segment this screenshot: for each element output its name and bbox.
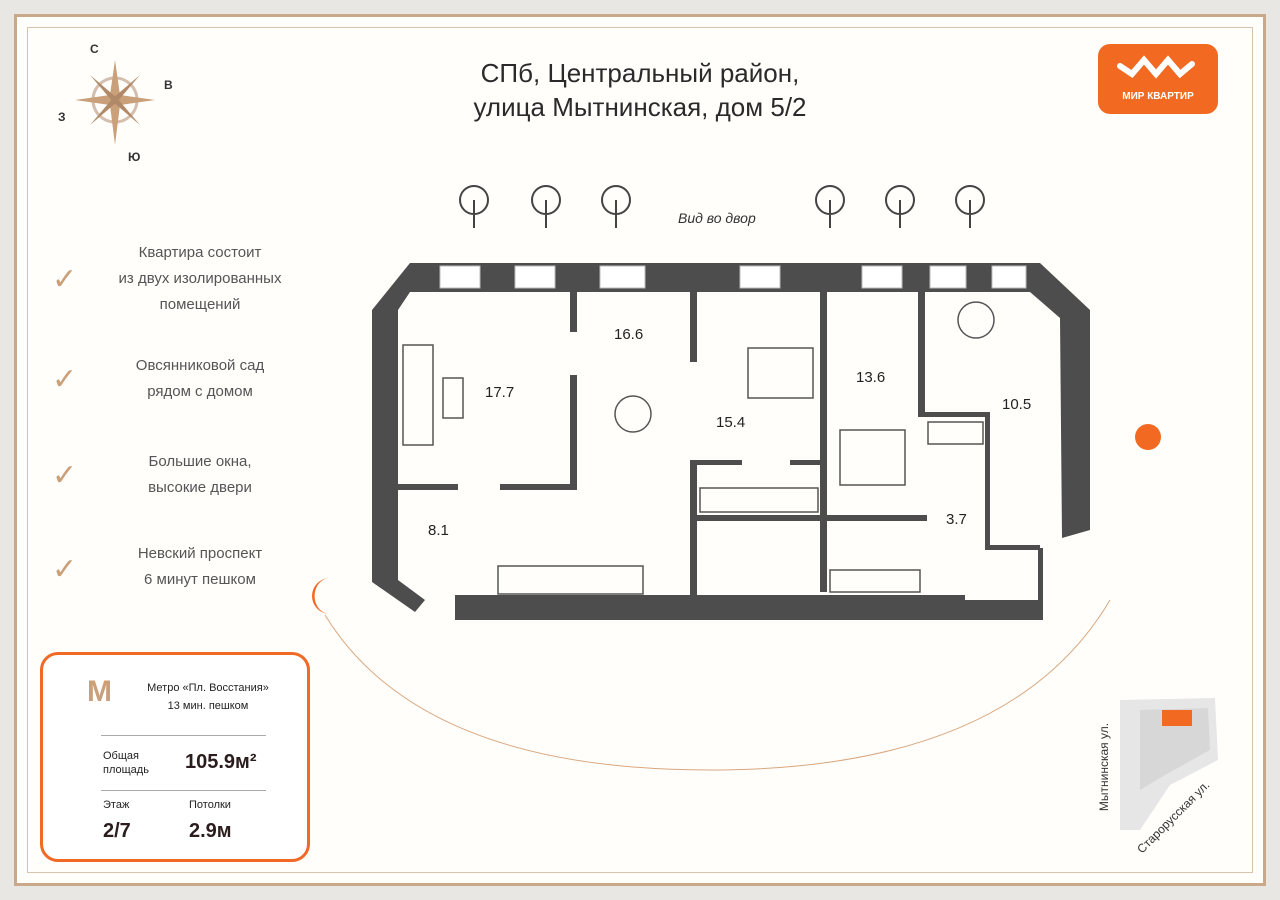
room-area-bedroom1: 15.4 <box>716 414 746 431</box>
check-icon: ✓ <box>52 459 78 492</box>
street-label-mytninskaya: Мытнинская ул. <box>1097 722 1112 812</box>
room-area-bedroom2: 13.6 <box>856 369 886 386</box>
check-icon: ✓ <box>52 553 78 586</box>
room-area-bath: 3.7 <box>946 511 967 528</box>
metro-info: Метро «Пл. Восстания»13 мин. пешком <box>147 682 269 712</box>
brand-logo: МИР КВАРТИР <box>1098 44 1218 114</box>
compass-south: Ю <box>128 150 141 164</box>
divider <box>101 735 266 736</box>
floor-label: Этаж <box>103 799 130 811</box>
view-label: Вид во двор <box>678 210 756 226</box>
title-line1: СПб, Центральный район, <box>480 58 800 88</box>
compass-north: С <box>90 42 99 56</box>
room-area-hall: 8.1 <box>428 522 449 539</box>
check-icon: ✓ <box>52 263 78 296</box>
area-value: 105.9м² <box>185 751 257 773</box>
inner-border <box>27 27 1253 873</box>
floor-value: 2/7 <box>103 820 131 842</box>
trees-icon <box>459 185 985 228</box>
location-map <box>1120 698 1218 830</box>
compass-rose-icon <box>75 60 155 145</box>
sun-icon <box>1135 424 1161 450</box>
room-area-dining: 16.6 <box>614 326 644 343</box>
feature-3: Большие окна,высокие двери <box>148 453 252 496</box>
metro-icon: M <box>87 675 112 708</box>
info-card: M Метро «Пл. Восстания»13 мин. пешком Об… <box>40 652 310 862</box>
check-icon: ✓ <box>52 363 78 396</box>
page-title: СПб, Центральный район, улица Мытнинская,… <box>380 56 900 124</box>
compass-east: В <box>164 78 173 92</box>
room-area-kitchen: 10.5 <box>1002 396 1032 413</box>
title-line2: улица Мытнинская, дом 5/2 <box>473 92 807 122</box>
room-area-living: 17.7 <box>485 384 515 401</box>
logo-text: МИР КВАРТИР <box>1122 91 1194 102</box>
ceiling-label: Потолки <box>189 799 231 811</box>
moon-icon <box>312 578 330 614</box>
ceiling-value: 2.9м <box>189 820 232 842</box>
compass-west: З <box>58 110 66 124</box>
logo-mark-icon <box>1117 55 1195 79</box>
divider <box>101 790 266 791</box>
